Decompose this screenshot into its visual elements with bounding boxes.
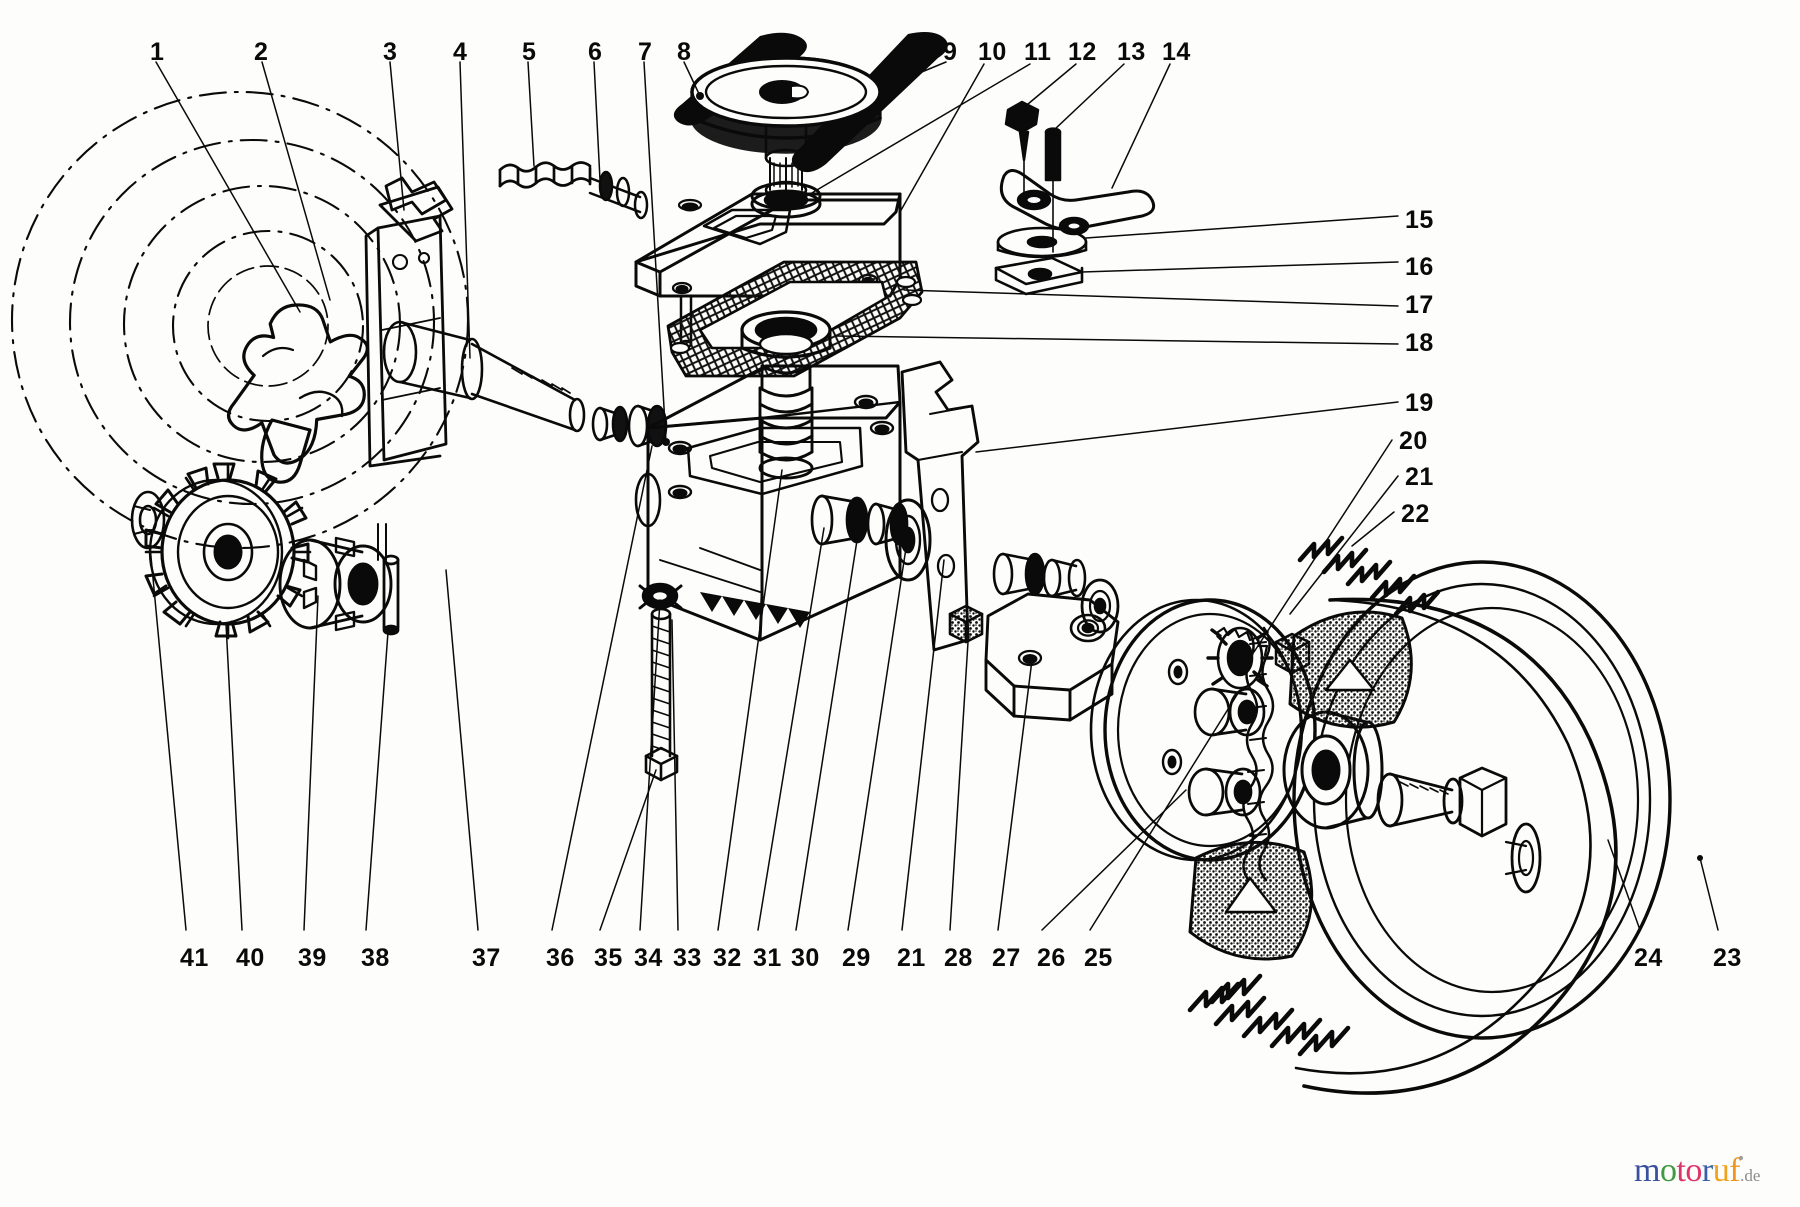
watermark-dot <box>1739 1156 1743 1160</box>
callout-4[interactable]: 4 <box>453 38 468 66</box>
output-spindle <box>377 523 400 636</box>
pinion-washer <box>130 490 166 550</box>
callout-21[interactable]: 21 <box>1405 463 1434 491</box>
pan-screw <box>1004 100 1040 197</box>
callout-8[interactable]: 8 <box>677 38 692 66</box>
callout-22[interactable]: 22 <box>1401 500 1430 528</box>
lower-bracket-arm <box>984 592 1120 722</box>
gearcase-serration <box>700 592 810 628</box>
axle-shaft <box>382 320 586 433</box>
callout-19[interactable]: 19 <box>1405 389 1434 417</box>
bracket-bearing-stack <box>992 552 1120 634</box>
callout-15[interactable]: 15 <box>1405 206 1434 234</box>
callout-27[interactable]: 27 <box>992 944 1021 972</box>
watermark-tld: .de <box>1740 1166 1761 1185</box>
upper-shaft <box>588 170 649 220</box>
callout-18[interactable]: 18 <box>1405 329 1434 357</box>
callout-9[interactable]: 9 <box>943 38 958 66</box>
right-drive-wheel <box>1282 560 1672 1095</box>
callout-10[interactable]: 10 <box>978 38 1007 66</box>
callout-26[interactable]: 26 <box>1037 944 1066 972</box>
compression-spring-top <box>498 161 592 189</box>
left-wheel-phantom-inner <box>207 265 329 387</box>
tire-tread-upper-arrow <box>1324 658 1376 692</box>
callout-17[interactable]: 17 <box>1405 291 1434 319</box>
callout-12[interactable]: 12 <box>1068 38 1097 66</box>
callout-3[interactable]: 3 <box>383 38 398 66</box>
callout-11[interactable]: 11 <box>1024 38 1052 66</box>
callout-20[interactable]: 20 <box>1399 427 1428 455</box>
retainer-plate <box>994 256 1084 296</box>
callout-24[interactable]: 24 <box>1634 944 1663 972</box>
leader-dots <box>662 72 1703 861</box>
watermark-letter-u: u <box>1712 1152 1730 1189</box>
callout-1[interactable]: 1 <box>150 38 165 66</box>
motoruf-watermark: motoruf.de <box>1634 1152 1760 1190</box>
callout-13[interactable]: 13 <box>1117 38 1146 66</box>
callout-2[interactable]: 2 <box>254 38 269 66</box>
tire-tread-zigzag-top <box>1297 535 1441 617</box>
watermark-letter-t: t <box>1676 1152 1686 1189</box>
callout-33[interactable]: 33 <box>673 944 702 972</box>
watermark-letter-f: f <box>1729 1152 1741 1189</box>
callout-30[interactable]: 30 <box>791 944 820 972</box>
callout-21-duplicate[interactable]: 21 <box>897 944 926 972</box>
callout-28[interactable]: 28 <box>944 944 973 972</box>
callout-16[interactable]: 16 <box>1405 253 1434 281</box>
dowel-pin <box>1044 127 1062 253</box>
drive-pulley <box>690 56 882 154</box>
wheel-axle-bolt <box>1376 766 1542 894</box>
drive-pawl <box>226 303 369 465</box>
callout-6[interactable]: 6 <box>588 38 603 66</box>
callout-40[interactable]: 40 <box>236 944 265 972</box>
callout-36[interactable]: 36 <box>546 944 575 972</box>
pulley-hub-shaft <box>750 123 822 219</box>
flat-washer <box>996 226 1088 259</box>
watermark-letter-o1: o <box>1659 1152 1677 1189</box>
watermark-letter-o2: o <box>1685 1152 1702 1189</box>
idler-bracket-plate <box>900 360 980 652</box>
callout-39[interactable]: 39 <box>298 944 327 972</box>
callout-14[interactable]: 14 <box>1162 38 1191 66</box>
callout-37[interactable]: 37 <box>472 944 501 972</box>
watermark-letter-m: m <box>1634 1152 1660 1189</box>
callout-7[interactable]: 7 <box>638 38 653 66</box>
watermark-letter-r: r <box>1701 1152 1713 1189</box>
callout-5[interactable]: 5 <box>522 38 537 66</box>
callout-23[interactable]: 23 <box>1713 944 1742 972</box>
bracket-tab <box>384 176 448 216</box>
pinion-gear <box>144 462 312 640</box>
callout-31[interactable]: 31 <box>753 944 782 972</box>
callout-32[interactable]: 32 <box>713 944 742 972</box>
worm-gear-bearing <box>740 310 832 359</box>
callout-35[interactable]: 35 <box>594 944 623 972</box>
output-shaft-bearings <box>810 494 932 582</box>
gearcase-bolt <box>638 582 683 782</box>
callout-29[interactable]: 29 <box>842 944 871 972</box>
tire-tread-zigzag-bottom <box>1187 973 1351 1057</box>
drive-pawl-finger <box>260 418 312 484</box>
worm-gear-screw <box>758 364 814 480</box>
callout-25[interactable]: 25 <box>1084 944 1113 972</box>
callout-41[interactable]: 41 <box>180 944 209 972</box>
tire-tread-lower-arrow <box>1224 876 1278 914</box>
hex-nut-left <box>948 604 984 644</box>
callout-38[interactable]: 38 <box>361 944 390 972</box>
callout-34[interactable]: 34 <box>634 944 663 972</box>
clutch-dog-coupler <box>278 536 393 632</box>
leader-lines <box>149 61 1719 931</box>
